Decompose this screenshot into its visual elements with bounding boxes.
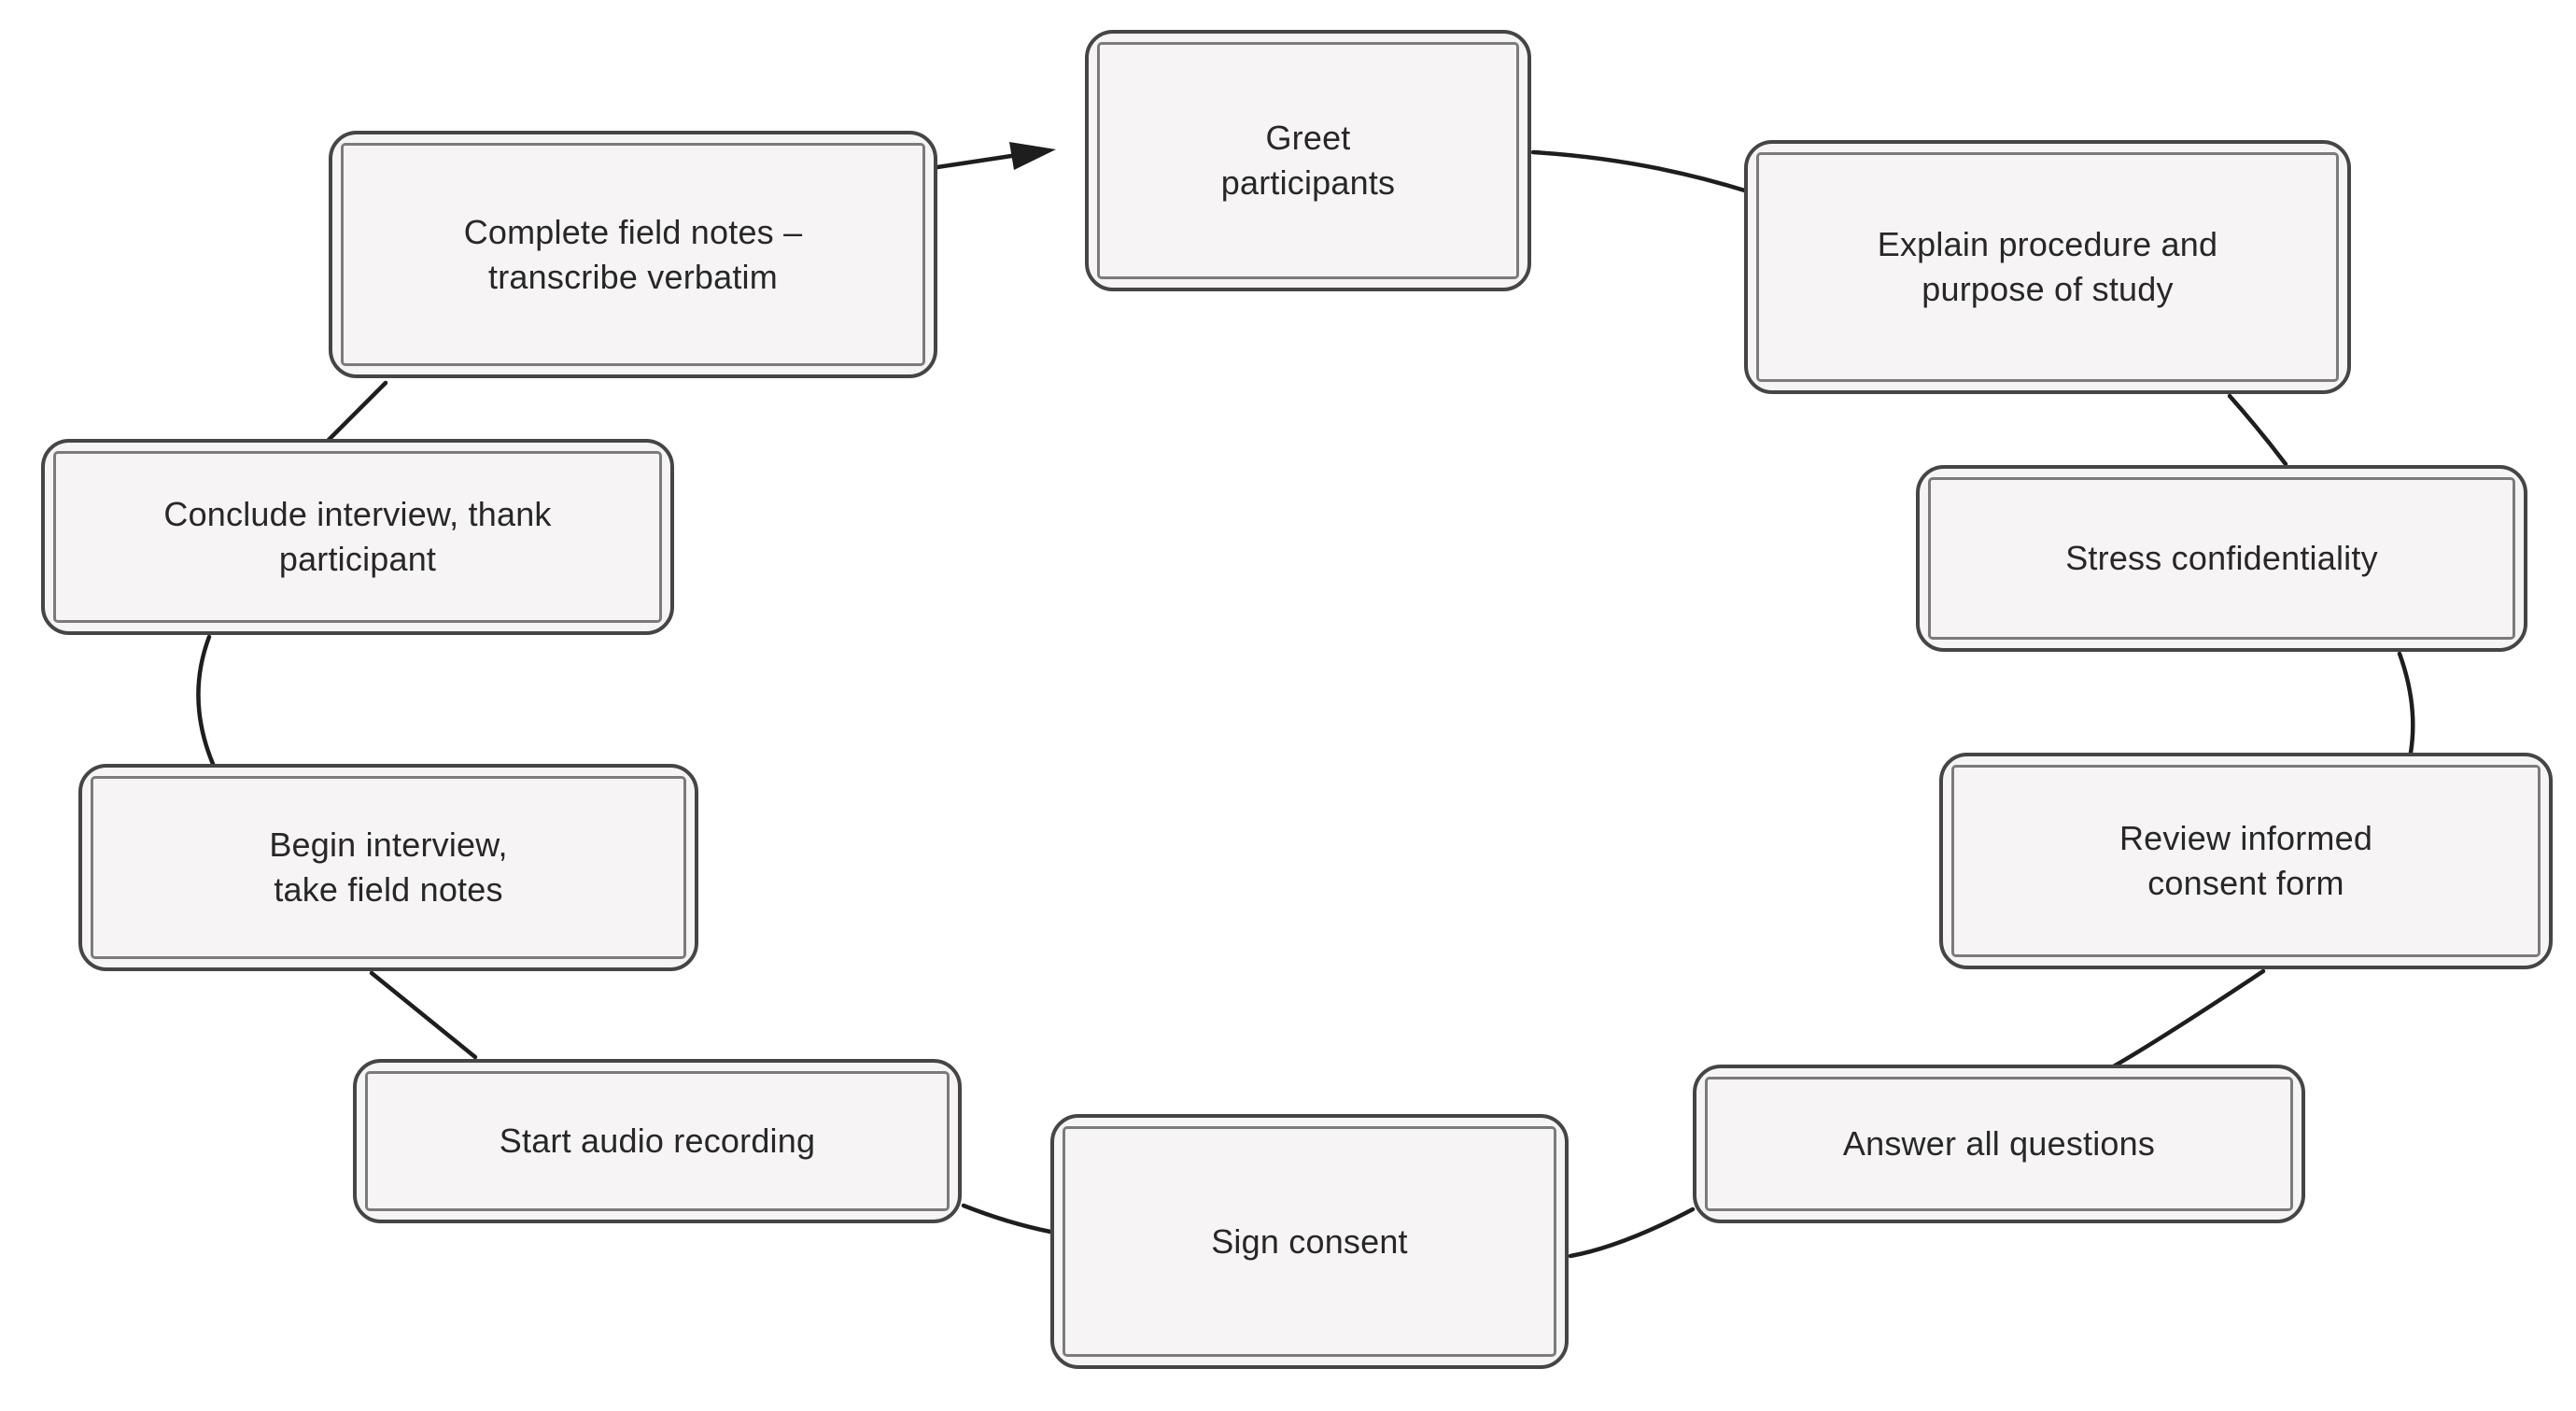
node-label: Start audio recording — [499, 1122, 816, 1161]
node-complete-field-notes: Complete field notes – transcribe verbat… — [329, 131, 937, 378]
connector-conclude-to-complete — [319, 380, 388, 449]
arrowhead-into-greet — [1009, 142, 1056, 170]
node-label: Begin interview, take field notes — [269, 825, 508, 909]
node-stress-confidentiality: Stress confidentiality — [1916, 465, 2527, 652]
connector-explain-to-stress — [2227, 393, 2288, 467]
connector-greet-to-explain — [1530, 149, 1751, 194]
node-begin-interview: Begin interview, take field notes — [78, 764, 698, 971]
node-answer-questions: Answer all questions — [1693, 1065, 2305, 1223]
node-label: Answer all questions — [1842, 1124, 2156, 1164]
connector-sign-to-start — [961, 1203, 1053, 1235]
node-conclude-interview: Conclude interview, thank participant — [41, 439, 674, 635]
node-label: Greet participants — [1220, 119, 1396, 202]
connector-answer-to-sign — [1568, 1206, 1696, 1259]
node-label: Conclude interview, thank participant — [163, 495, 552, 578]
node-label: Sign consent — [1211, 1221, 1408, 1261]
node-label: Review informed consent form — [2119, 819, 2373, 902]
connector-start-to-begin — [369, 970, 478, 1060]
node-sign-consent: Sign consent — [1050, 1114, 1569, 1369]
node-greet-participants: Greet participants — [1085, 30, 1531, 291]
connector-stress-to-review — [2397, 651, 2415, 755]
connector-review-to-answer — [2109, 968, 2266, 1070]
node-explain-procedure: Explain procedure and purpose of study — [1744, 140, 2351, 394]
node-label: Stress confidentiality — [2065, 539, 2378, 578]
node-review-consent-form: Review informed consent form — [1939, 753, 2553, 969]
connector-begin-to-conclude — [196, 634, 216, 767]
node-label: Complete field notes – transcribe verbat… — [463, 212, 803, 296]
node-label: Explain procedure and purpose of study — [1877, 225, 2218, 308]
node-start-audio-recording: Start audio recording — [353, 1059, 962, 1223]
